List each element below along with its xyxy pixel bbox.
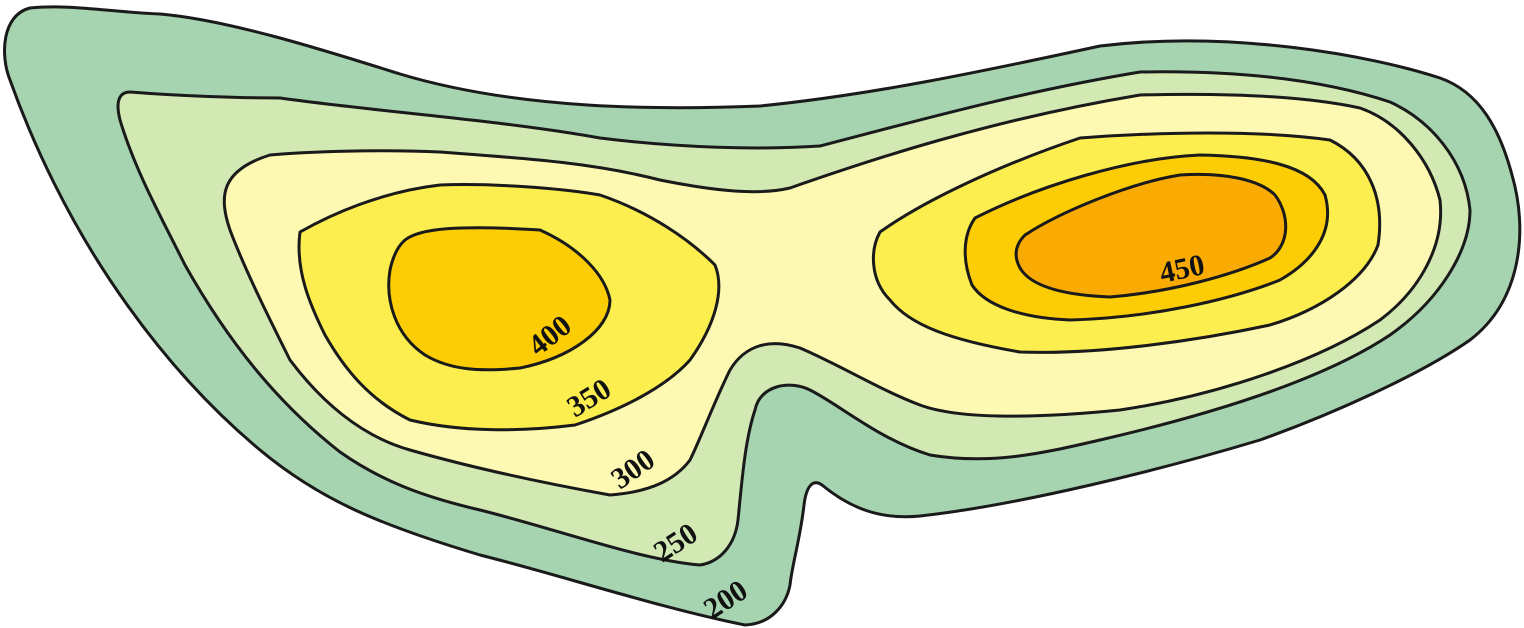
contour-450-east [1014,172,1288,299]
contour-400-west [387,226,612,372]
